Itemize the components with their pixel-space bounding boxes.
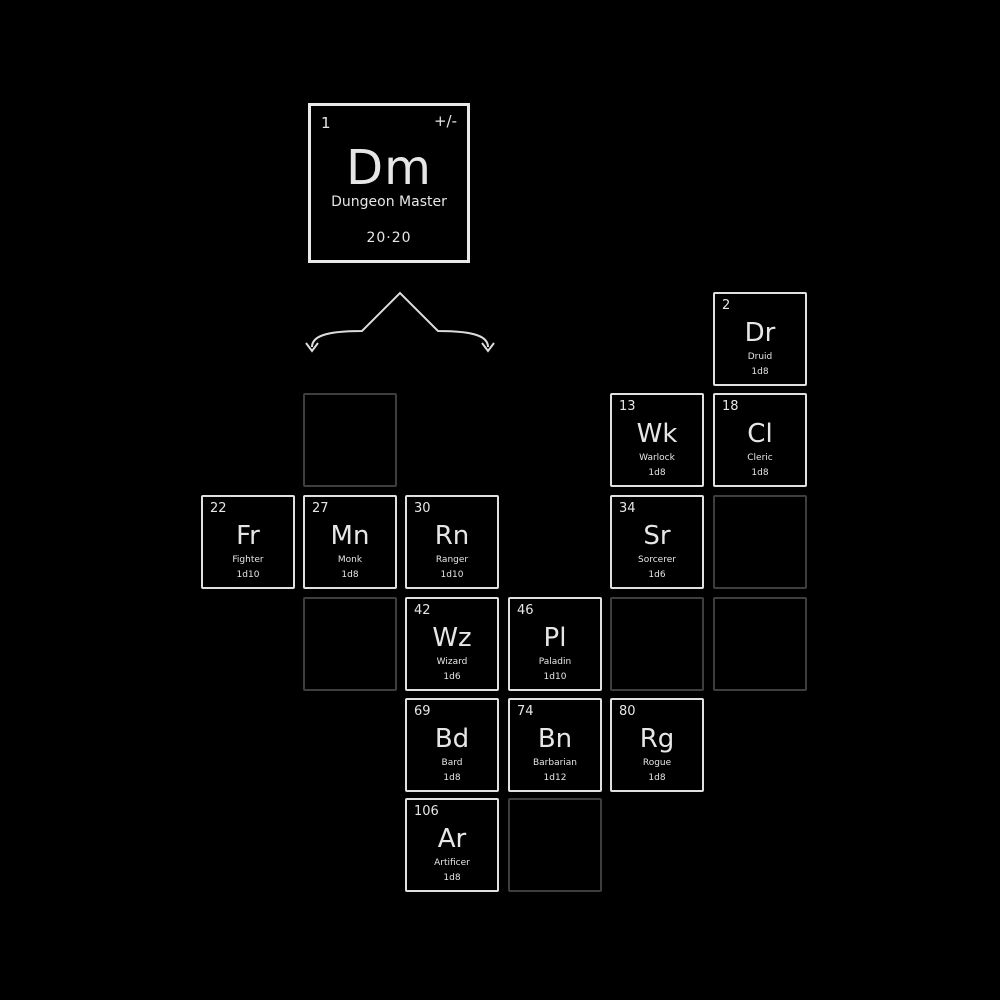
- tile-symbol: Cl: [747, 419, 773, 449]
- tile-symbol: Ar: [437, 824, 467, 854]
- tile-number: 18: [722, 399, 739, 414]
- element-tile-druid: 2 Dr Druid 1d8: [713, 292, 807, 386]
- tile-name: Rogue: [642, 758, 672, 768]
- tile-name: Monk: [337, 555, 363, 565]
- empty-tile: [508, 798, 602, 892]
- empty-tile: [303, 393, 397, 487]
- tile-number: 22: [210, 501, 227, 516]
- tile-die: 1d8: [751, 367, 769, 377]
- element-tile-paladin: 46 Pl Paladin 1d10: [508, 597, 602, 691]
- tile-name: Druid: [747, 352, 773, 362]
- tile-die: 1d8: [648, 773, 666, 783]
- tile-name: Cleric: [747, 453, 773, 463]
- element-tile-wizard: 42 Wz Wizard 1d6: [405, 597, 499, 691]
- tile-die: 1d8: [341, 570, 359, 580]
- tile-name: Wizard: [436, 657, 468, 667]
- element-tile-warlock: 13 Wk Warlock 1d8: [610, 393, 704, 487]
- tile-name: Warlock: [639, 453, 675, 463]
- tile-name: Barbarian: [532, 758, 578, 768]
- tile-symbol: Fr: [236, 521, 260, 551]
- tile-number: 34: [619, 501, 636, 516]
- tile-die: 1d10: [236, 570, 260, 580]
- tile-name: Artificer: [434, 858, 470, 868]
- tile-name: Dungeon Master: [331, 194, 447, 210]
- tile-number: 106: [414, 804, 439, 819]
- tile-symbol: Rg: [639, 724, 675, 754]
- tile-symbol: Wz: [432, 623, 472, 653]
- tile-name: Bard: [441, 758, 463, 768]
- tile-die: 1d6: [648, 570, 666, 580]
- tile-symbol: Bn: [537, 724, 573, 754]
- empty-tile: [610, 597, 704, 691]
- tile-symbol: Rn: [434, 521, 470, 551]
- element-tile-ranger: 30 Rn Ranger 1d10: [405, 495, 499, 589]
- tile-die: 1d8: [648, 468, 666, 478]
- branch-arrow-icon: [305, 291, 495, 353]
- tile-number: 30: [414, 501, 431, 516]
- tile-number: 42: [414, 603, 431, 618]
- element-tile-cleric: 18 Cl Cleric 1d8: [713, 393, 807, 487]
- tile-symbol: Bd: [434, 724, 470, 754]
- element-tile-artificer: 106 Ar Artificer 1d8: [405, 798, 499, 892]
- tile-die: 1d10: [543, 672, 567, 682]
- tile-number: 69: [414, 704, 431, 719]
- element-tile-bard: 69 Bd Bard 1d8: [405, 698, 499, 792]
- dungeon-master-tile: 1 +/- Dm Dungeon Master 20·20: [308, 103, 470, 263]
- element-tile-fighter: 22 Fr Fighter 1d10: [201, 495, 295, 589]
- tile-symbol: Dm: [346, 140, 432, 196]
- empty-tile: [303, 597, 397, 691]
- tile-number: 74: [517, 704, 534, 719]
- tile-name: Paladin: [538, 657, 572, 667]
- empty-tile: [713, 597, 807, 691]
- tile-die: 1d12: [543, 773, 567, 783]
- tile-number: 1: [321, 114, 331, 132]
- tile-die: 1d10: [440, 570, 464, 580]
- tile-symbol: Mn: [330, 521, 370, 551]
- tile-symbol: Dr: [744, 318, 776, 348]
- element-tile-monk: 27 Mn Monk 1d8: [303, 495, 397, 589]
- tile-mass: 20·20: [366, 230, 412, 246]
- tile-symbol: Sr: [643, 521, 671, 551]
- tile-name: Sorcerer: [638, 555, 676, 565]
- tile-number: 46: [517, 603, 534, 618]
- element-tile-rogue: 80 Rg Rogue 1d8: [610, 698, 704, 792]
- tile-die: 1d6: [443, 672, 461, 682]
- tile-symbol: Pl: [543, 623, 567, 653]
- tile-charge: +/-: [433, 112, 457, 130]
- element-tile-barbarian: 74 Bn Barbarian 1d12: [508, 698, 602, 792]
- tile-number: 27: [312, 501, 329, 516]
- element-tile-sorcerer: 34 Sr Sorcerer 1d6: [610, 495, 704, 589]
- tile-die: 1d8: [443, 873, 461, 883]
- tile-symbol: Wk: [636, 419, 678, 449]
- tile-number: 2: [722, 298, 731, 313]
- tile-number: 13: [619, 399, 636, 414]
- tile-die: 1d8: [751, 468, 769, 478]
- empty-tile: [713, 495, 807, 589]
- tile-die: 1d8: [443, 773, 461, 783]
- tile-name: Fighter: [232, 555, 264, 565]
- tile-number: 80: [619, 704, 636, 719]
- tile-name: Ranger: [435, 555, 469, 565]
